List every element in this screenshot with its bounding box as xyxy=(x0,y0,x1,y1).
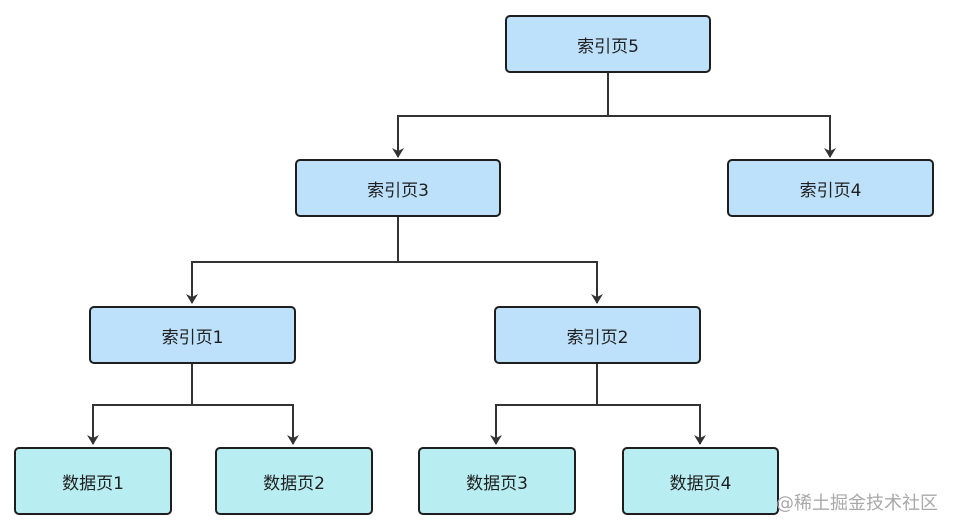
node-data-page-4: 数据页4 xyxy=(622,447,779,515)
node-data-page-2: 数据页2 xyxy=(215,447,373,515)
edge-index2-data3 xyxy=(490,364,598,445)
edge-index1-data2 xyxy=(192,404,299,445)
edge-index1-data1 xyxy=(87,364,193,445)
node-index-page-3: 索引页3 xyxy=(295,159,501,217)
node-index-page-4: 索引页4 xyxy=(727,159,934,217)
edge-index3-index1 xyxy=(186,217,399,304)
edge-index3-index2 xyxy=(398,261,603,304)
node-data-page-1: 数据页1 xyxy=(14,447,172,515)
node-data-page-3: 数据页3 xyxy=(418,447,576,515)
edge-index2-data4 xyxy=(597,404,706,445)
watermark-text: @稀土掘金技术社区 xyxy=(776,493,938,514)
node-index-page-1: 索引页1 xyxy=(89,306,296,364)
edge-index5-index3 xyxy=(392,73,609,158)
node-index-page-5: 索引页5 xyxy=(505,15,711,73)
node-index-page-2: 索引页2 xyxy=(494,306,701,364)
edge-index5-index4 xyxy=(608,115,836,158)
